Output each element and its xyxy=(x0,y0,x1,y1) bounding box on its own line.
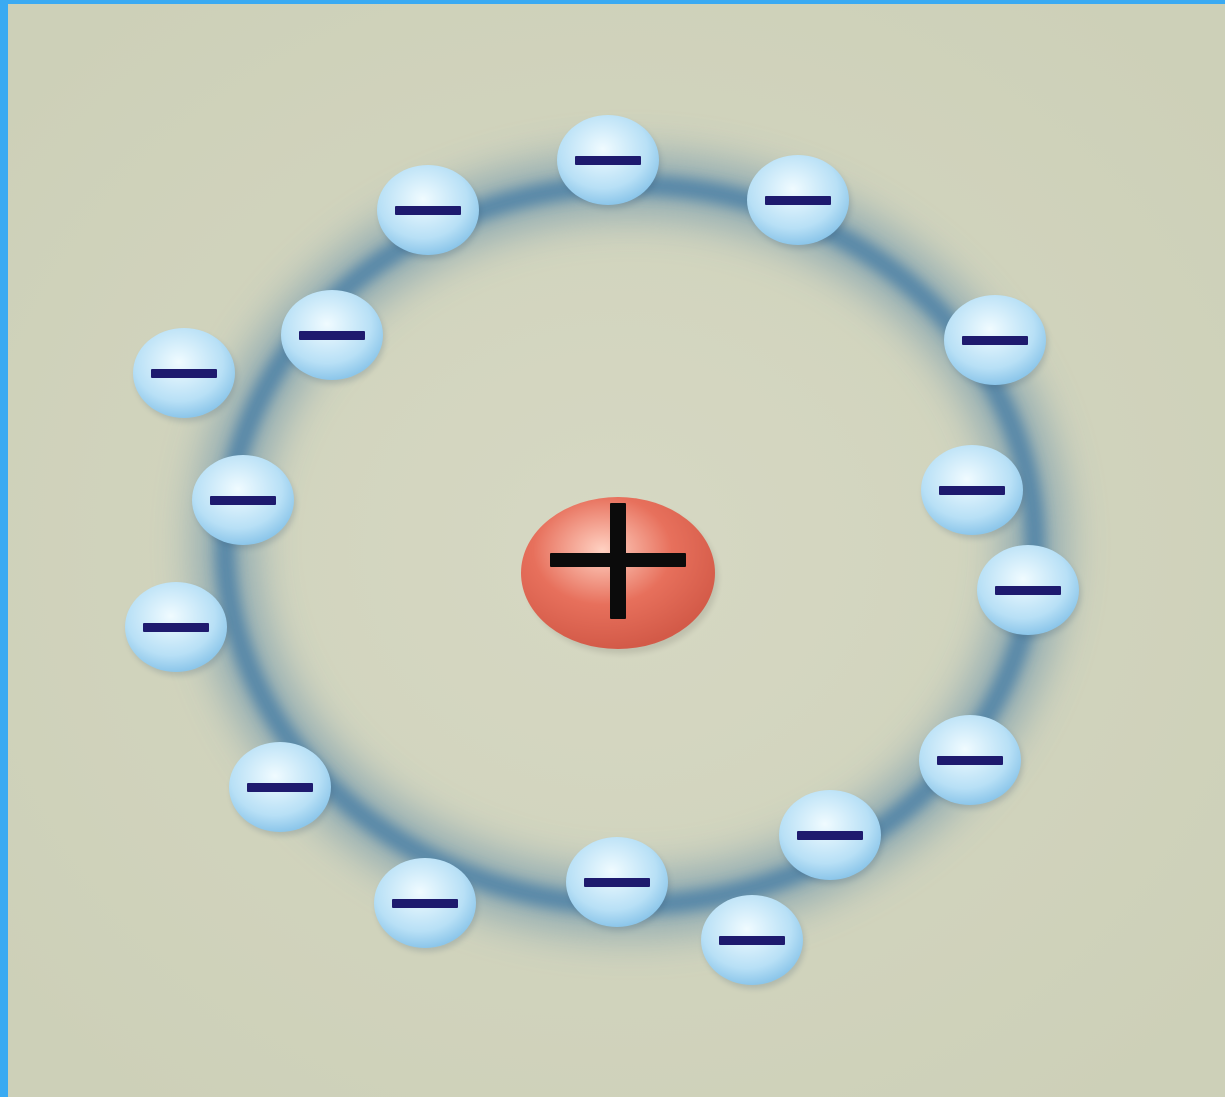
frame-notch xyxy=(0,0,8,100)
minus-sign-icon xyxy=(937,756,1003,765)
minus-sign-icon xyxy=(962,336,1028,345)
minus-sign-icon xyxy=(143,623,209,632)
minus-sign-icon xyxy=(797,831,863,840)
minus-sign-icon xyxy=(939,486,1005,495)
minus-sign-icon xyxy=(995,586,1061,595)
minus-sign-icon xyxy=(395,206,461,215)
minus-sign-icon xyxy=(719,936,785,945)
minus-sign-icon xyxy=(210,496,276,505)
minus-sign-icon xyxy=(765,196,831,205)
minus-sign-icon xyxy=(247,783,313,792)
minus-sign-icon xyxy=(584,878,650,887)
minus-sign-icon xyxy=(151,369,217,378)
minus-sign-icon xyxy=(575,156,641,165)
minus-sign-icon xyxy=(299,331,365,340)
minus-sign-icon xyxy=(392,899,458,908)
